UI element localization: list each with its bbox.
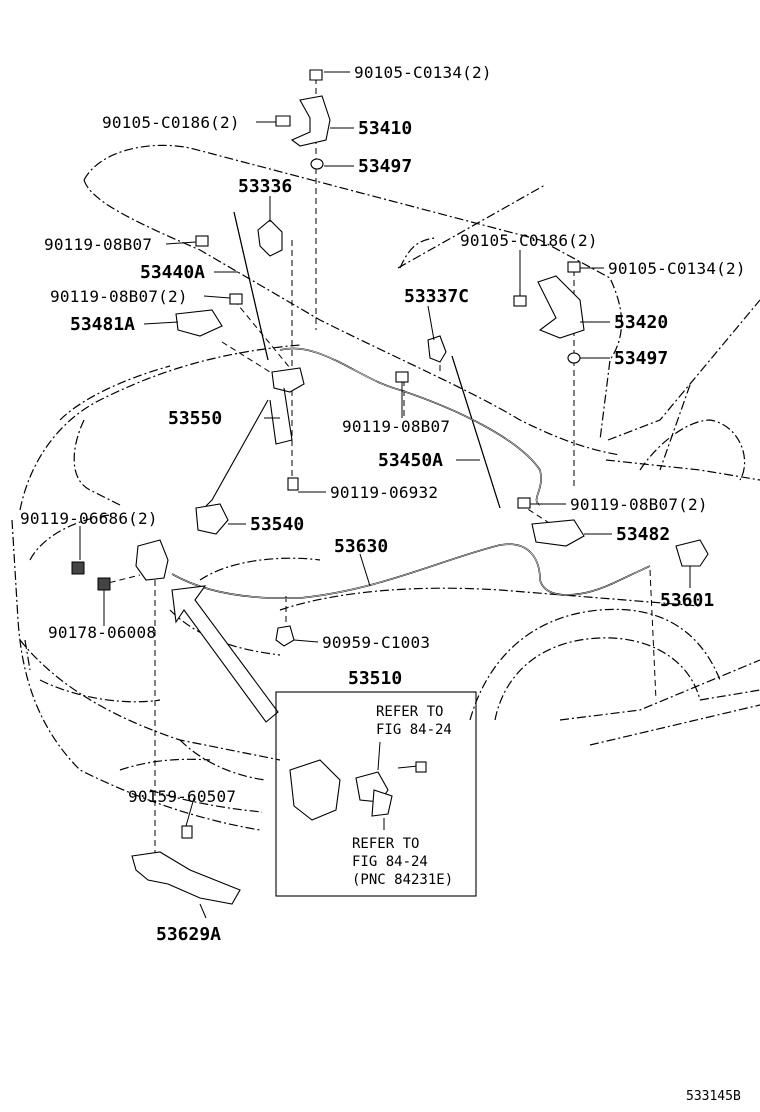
hood-prop-rod bbox=[195, 367, 305, 535]
label-53420[interactable]: 53420 bbox=[614, 312, 668, 333]
clip-90959 bbox=[275, 625, 295, 647]
label-90119-08b07-a[interactable]: 90119-08B07 bbox=[44, 235, 152, 254]
label-53337c[interactable]: 53337C bbox=[404, 286, 469, 307]
leader-lines bbox=[79, 71, 691, 919]
label-90119-08b07-c[interactable]: 90119-08B07 bbox=[342, 417, 450, 436]
label-90119-08b07-d[interactable]: 90119-08B07(2) bbox=[570, 495, 708, 514]
label-53450a[interactable]: 53450A bbox=[378, 450, 443, 471]
label-53481a[interactable]: 53481A bbox=[70, 314, 135, 335]
label-90105-c0134-right[interactable]: 90105-C0134(2) bbox=[608, 259, 746, 278]
label-53497-right[interactable]: 53497 bbox=[614, 348, 668, 369]
refer-note-2-line2: FIG 84-24 bbox=[352, 854, 428, 870]
label-53630[interactable]: 53630 bbox=[334, 536, 388, 557]
refer-note-1-line2: FIG 84-24 bbox=[376, 722, 452, 738]
label-53497-left[interactable]: 53497 bbox=[358, 156, 412, 177]
release-lever bbox=[675, 539, 709, 567]
label-90119-06686[interactable]: 90119-06686(2) bbox=[20, 509, 158, 528]
car-body-outline bbox=[11, 144, 760, 831]
label-90119-06932[interactable]: 90119-06932 bbox=[330, 483, 438, 502]
refer-note-2-line3: (PNC 84231E) bbox=[352, 872, 453, 888]
hinge-right-assembly bbox=[513, 261, 585, 364]
label-90105-c0186-right[interactable]: 90105-C0186(2) bbox=[460, 231, 598, 250]
label-90159-60507[interactable]: 90159-60507 bbox=[128, 787, 236, 806]
diagram-id: 533145B bbox=[686, 1089, 741, 1104]
label-53601[interactable]: 53601 bbox=[660, 590, 714, 611]
hinge-left-assembly bbox=[275, 69, 331, 170]
reference-notes: REFER TO FIG 84-24 REFER TO FIG 84-24 (P… bbox=[352, 704, 453, 888]
label-90119-08b07-b[interactable]: 90119-08B07(2) bbox=[50, 287, 188, 306]
label-90959-c1003[interactable]: 90959-C1003 bbox=[322, 633, 430, 652]
hood-stay-left bbox=[175, 211, 283, 361]
hood-stay-right bbox=[395, 335, 585, 547]
refer-note-2-line1: REFER TO bbox=[352, 836, 419, 852]
label-53550[interactable]: 53550 bbox=[168, 408, 222, 429]
hood-lock-assembly bbox=[71, 539, 169, 591]
label-53482[interactable]: 53482 bbox=[616, 524, 670, 545]
inset-box-53510 bbox=[275, 691, 477, 897]
part-labels: 90105-C0134(2) 90105-C0186(2) 53410 5349… bbox=[20, 63, 746, 945]
label-53336[interactable]: 53336 bbox=[238, 176, 292, 197]
label-90105-c0134-top[interactable]: 90105-C0134(2) bbox=[354, 63, 492, 82]
label-90178-06008[interactable]: 90178-06008 bbox=[48, 623, 156, 642]
label-53410[interactable]: 53410 bbox=[358, 118, 412, 139]
label-53510[interactable]: 53510 bbox=[348, 668, 402, 689]
big-arrow bbox=[171, 585, 279, 723]
lock-cover-bracket bbox=[131, 825, 241, 905]
hood-release-cable bbox=[171, 347, 651, 600]
label-53629a[interactable]: 53629A bbox=[156, 924, 221, 945]
label-90105-c0186-left[interactable]: 90105-C0186(2) bbox=[102, 113, 240, 132]
label-53440a[interactable]: 53440A bbox=[140, 262, 205, 283]
refer-note-1-line1: REFER TO bbox=[376, 704, 443, 720]
label-53540[interactable]: 53540 bbox=[250, 514, 304, 535]
